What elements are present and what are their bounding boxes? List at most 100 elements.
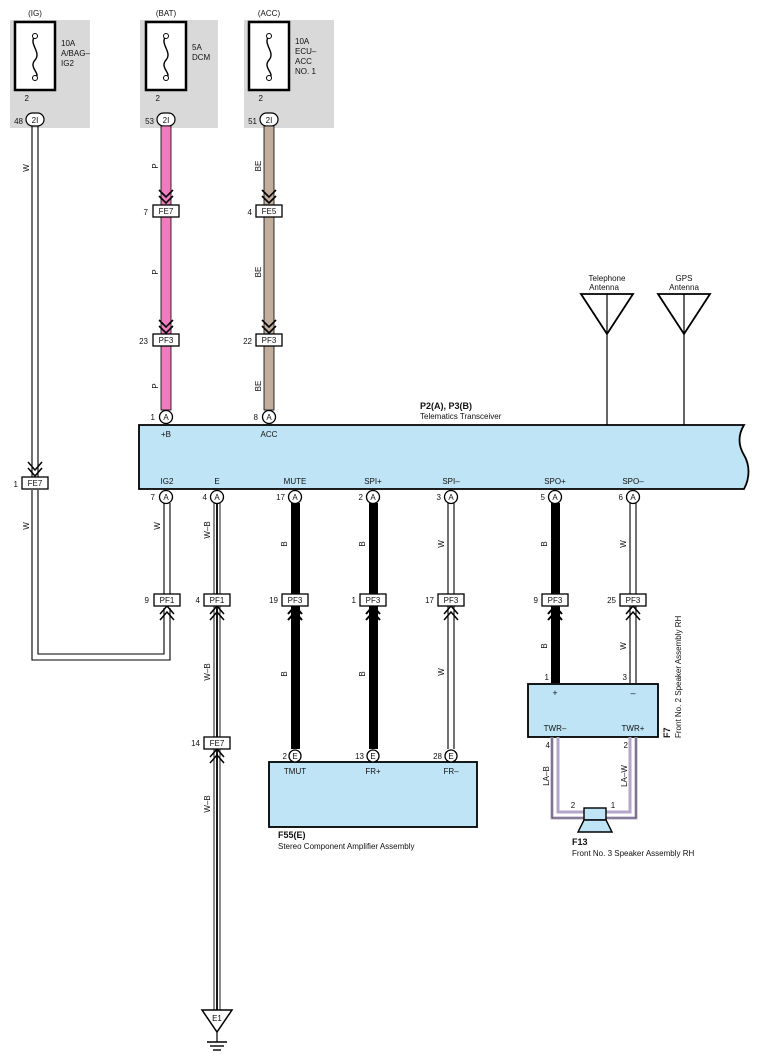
fuse-panel-ig: (IG) 10A A/BAG– IG2 2 48 2I (10, 9, 90, 128)
svg-text:A: A (448, 493, 454, 502)
connector-fe7-bat: 7 FE7 (144, 204, 180, 218)
svg-text:17: 17 (276, 493, 285, 502)
svg-text:2: 2 (571, 801, 576, 810)
svg-text:1: 1 (151, 413, 156, 422)
svg-text:FE7: FE7 (159, 207, 174, 216)
svg-text:2: 2 (359, 493, 364, 502)
wire-color-spi-minus-1: W (437, 540, 446, 548)
svg-text:E: E (370, 752, 375, 761)
speaker2-code: F7 (662, 727, 672, 738)
svg-text:FE5: FE5 (262, 207, 277, 216)
pin-label-acc: ACC (261, 430, 278, 439)
svg-text:A: A (266, 413, 272, 422)
speaker2-label-minus: – (630, 688, 635, 698)
wire-color-ground-1: W–B (203, 521, 212, 538)
wire-color-ground-3: W–B (203, 795, 212, 812)
svg-text:PF3: PF3 (262, 336, 277, 345)
svg-text:PF3: PF3 (366, 596, 381, 605)
svg-text:2: 2 (283, 752, 288, 761)
fuse-name-bat: DCM (192, 53, 211, 62)
fuse-name-acc-3: NO. 1 (295, 67, 316, 76)
junction-pin-ig: 48 (14, 117, 23, 126)
fuse-name-acc-1: ECU– (295, 47, 317, 56)
connector-pf3-acc: 22 PF3 (243, 333, 283, 347)
svg-text:9: 9 (534, 596, 539, 605)
wire-ground-wb: W–B W–B W–B (203, 503, 225, 1010)
svg-text:1: 1 (352, 596, 357, 605)
svg-text:22: 22 (243, 337, 252, 346)
wire-tweeter-lavender: LA–B LA–W (542, 737, 638, 820)
wire-color-acc-3: BE (254, 381, 263, 392)
connector-pf3-bat: 23 PF3 (139, 333, 180, 347)
fuse-panel-bat: (BAT) 5A DCM 2 53 2I (140, 9, 218, 128)
svg-text:17: 17 (425, 596, 434, 605)
fuse-pin-acc: 2 (259, 94, 264, 103)
wire-color-spi-plus-1: B (358, 541, 367, 546)
svg-text:A: A (552, 493, 558, 502)
front-no2-speaker: 1 3 + – TWR– TWR+ F7 Front No. 2 Speaker… (527, 616, 683, 750)
wire-spo-plus-black: B B (540, 503, 563, 683)
pin-label-e: E (214, 477, 219, 486)
telephone-antenna-label-2: Antenna (589, 283, 619, 292)
svg-text:8: 8 (254, 413, 259, 422)
wire-color-bat-1: P (151, 163, 160, 168)
svg-text:PF1: PF1 (160, 596, 175, 605)
svg-text:3: 3 (623, 673, 628, 682)
wire-spi-plus-black: B B (358, 503, 381, 749)
gps-antenna-label-2: Antenna (669, 283, 699, 292)
wire-color-la-w: LA–W (620, 765, 629, 787)
speaker-icon (583, 807, 607, 821)
wire-color-acc-2: BE (254, 267, 263, 278)
svg-text:FE7: FE7 (210, 739, 225, 748)
svg-text:4: 4 (196, 596, 201, 605)
ground-e1: E1 (200, 1009, 234, 1051)
speaker3-code: F13 (572, 837, 588, 847)
svg-text:7: 7 (144, 208, 149, 217)
svg-text:1: 1 (14, 480, 19, 489)
svg-text:FE7: FE7 (28, 479, 43, 488)
amp-pin-label-fr-minus: FR– (443, 767, 459, 776)
fuse-icon-ig (32, 35, 38, 79)
fuse-rating-ig: 10A (61, 39, 76, 48)
wire-color-ig-2: W (22, 522, 31, 530)
junction-code-bat: 2I (163, 116, 170, 125)
svg-text:PF1: PF1 (210, 596, 225, 605)
fuse-rating-acc: 10A (295, 37, 310, 46)
ground-label: E1 (212, 1014, 222, 1023)
gps-antenna-label-1: GPS (676, 274, 693, 283)
pin-label-spi-minus: SPI– (442, 477, 460, 486)
svg-text:4: 4 (203, 493, 208, 502)
telephone-antenna-label-1: Telephone (589, 274, 626, 283)
fuse-name-ig-1: A/BAG– (61, 49, 90, 58)
speaker2-name: Front No. 2 Speaker Assembly RH (674, 616, 683, 738)
svg-text:E: E (292, 752, 297, 761)
svg-text:3: 3 (437, 493, 442, 502)
amp-pin-label-tmut: TMUT (284, 767, 306, 776)
svg-text:A: A (292, 493, 298, 502)
fuse-panel-acc: (ACC) 10A ECU– ACC NO. 1 2 51 2I (244, 9, 334, 128)
junction-pin-acc: 51 (248, 117, 257, 126)
wire-color-ground-2: W–B (203, 663, 212, 680)
junction-code-acc: 2I (266, 116, 273, 125)
wire-color-la-b: LA–B (542, 766, 551, 786)
connector-pf3-mute: 19 PF3 (269, 593, 309, 607)
svg-text:23: 23 (139, 337, 148, 346)
amplifier-code: F55(E) (278, 830, 306, 840)
svg-text:PF3: PF3 (548, 596, 563, 605)
svg-text:4: 4 (248, 208, 253, 217)
pin-label-spi-plus: SPI+ (364, 477, 382, 486)
transceiver-code: P2(A), P3(B) (420, 401, 472, 411)
svg-text:1: 1 (611, 801, 616, 810)
wire-color-ig-1: W (22, 164, 31, 172)
fuse-rating-bat: 5A (192, 43, 202, 52)
svg-text:28: 28 (433, 752, 442, 761)
connector-fe7-ground: 14 FE7 (191, 736, 231, 750)
svg-text:7: 7 (151, 493, 156, 502)
connector-pf1-ground: 4 PF1 (196, 593, 231, 607)
pin-label-spo-minus: SPO– (622, 477, 644, 486)
speaker2-label-twr-minus: TWR– (544, 724, 567, 733)
svg-text:PF3: PF3 (444, 596, 459, 605)
wire-color-spo-plus-2: B (540, 643, 549, 648)
connector-pf1-ig: 9 PF1 (145, 593, 181, 607)
